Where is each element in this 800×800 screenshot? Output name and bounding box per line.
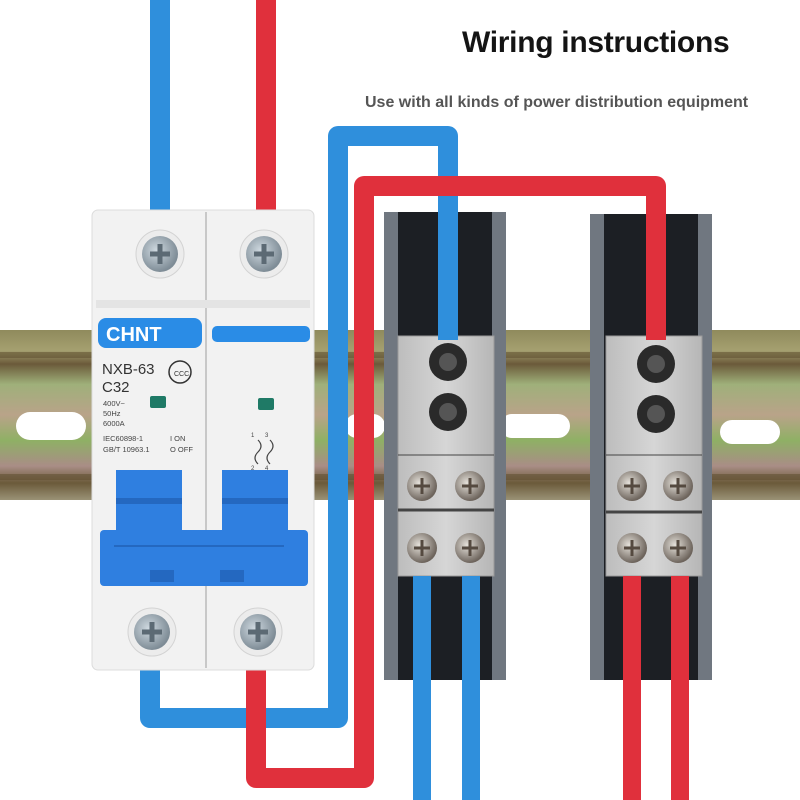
- rating-label: C32: [102, 379, 130, 396]
- cert-label: CCC: [174, 371, 189, 378]
- trip-symbol-icon: [254, 439, 274, 465]
- frequency-label: 50Hz: [103, 409, 121, 418]
- rail-slot: [720, 420, 780, 444]
- brand-logo: CHNT: [106, 324, 162, 346]
- red-output-wire: [671, 576, 689, 800]
- standard-label: GB/T 10963.1: [103, 445, 150, 454]
- rail-slot: [16, 412, 86, 440]
- blue-output-wire: [462, 576, 480, 800]
- blue-input-wire: [150, 0, 170, 215]
- standard-label: IEC60898-1: [103, 434, 143, 443]
- brand-badge: [98, 318, 202, 348]
- terminal-label: 1: [251, 433, 255, 439]
- voltage-label: 400V~: [103, 399, 126, 408]
- rail-slot: [500, 414, 570, 438]
- breaker-toggle-handle[interactable]: [100, 530, 308, 586]
- status-indicator: [258, 398, 274, 410]
- on-label: I ON: [170, 434, 185, 443]
- terminal-label: 4: [265, 466, 269, 472]
- circuit-breaker: [91, 209, 315, 671]
- page-subtitle: Use with all kinds of power distribution…: [365, 94, 749, 111]
- model-label: NXB-63: [102, 361, 155, 378]
- terminal-label: 2: [251, 466, 255, 472]
- red-input-wire: [256, 0, 276, 215]
- red-output-wire: [623, 576, 641, 800]
- blue-jumper-wire: [140, 126, 458, 728]
- breaking-capacity-label: 6000A: [103, 419, 125, 428]
- blue-output-wire: [413, 576, 431, 800]
- page-title: Wiring instructions: [462, 26, 730, 59]
- off-label: O OFF: [170, 445, 193, 454]
- ccc-mark-icon: [168, 360, 192, 384]
- status-indicator: [150, 396, 166, 408]
- terminal-label: 3: [265, 433, 269, 439]
